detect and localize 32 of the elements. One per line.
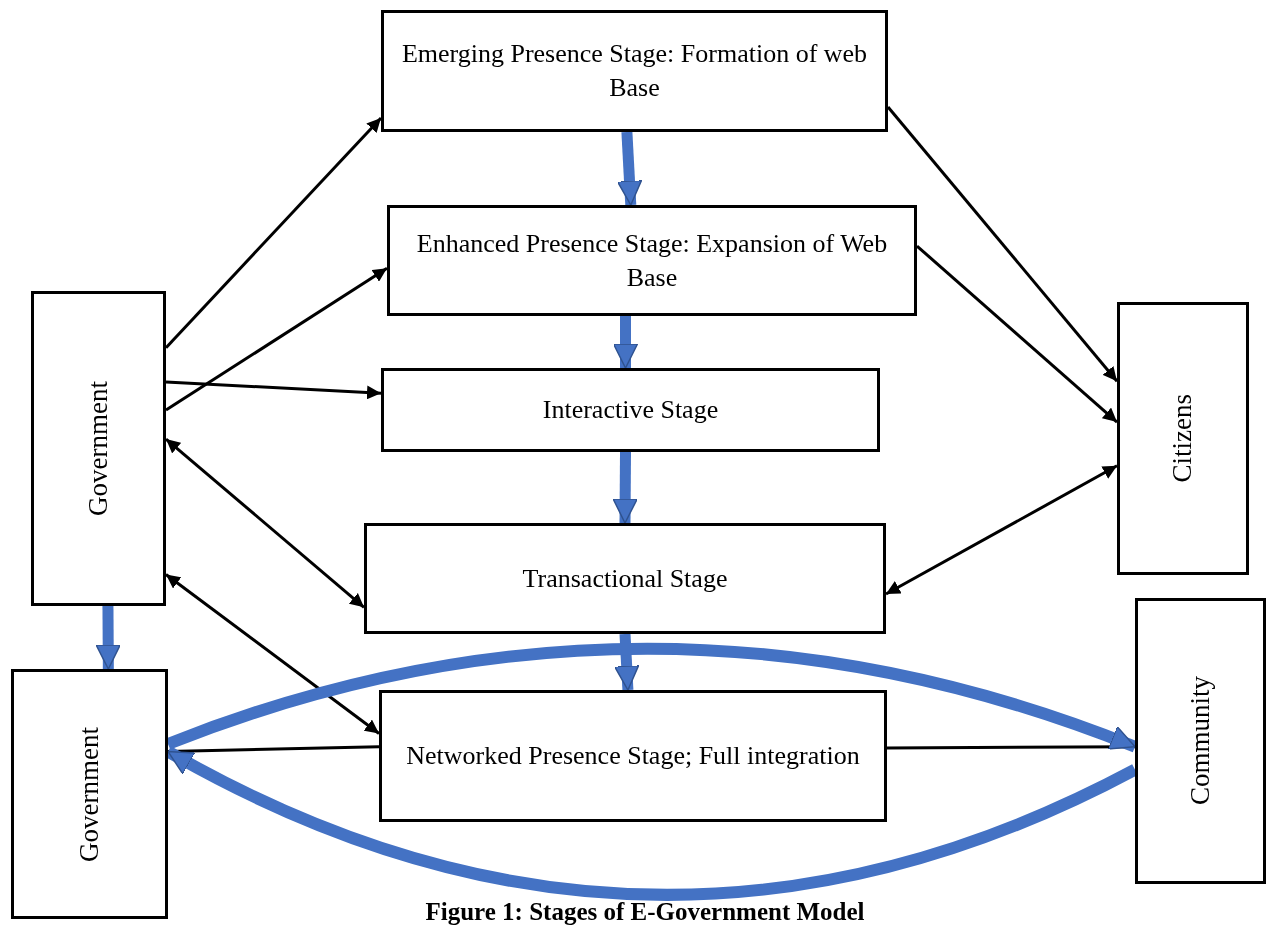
node-label: Networked Presence Stage; Full integration <box>406 740 860 773</box>
actor-box <box>1117 302 1249 575</box>
stage-box <box>381 10 888 132</box>
node-label: Interactive Stage <box>542 394 719 427</box>
arrow <box>165 267 388 412</box>
arrow <box>886 106 1119 383</box>
arrow <box>165 437 365 609</box>
stage-box <box>364 523 886 634</box>
node-label: Transactional Stage <box>522 562 728 595</box>
node-label: Government <box>72 726 105 862</box>
arrow <box>165 380 382 400</box>
node-label: Enhanced Presence Stage: Expansion of Web Base <box>415 227 889 294</box>
arrow <box>885 464 1118 596</box>
stage-box <box>387 205 917 316</box>
node-label: Government <box>81 381 114 516</box>
block-arrow <box>613 633 640 691</box>
actor-box <box>31 291 166 606</box>
node-label: Community <box>1183 676 1216 806</box>
arrow <box>164 116 383 349</box>
stage-box <box>381 368 880 452</box>
stage-box <box>379 690 887 822</box>
block-arrow <box>612 316 639 369</box>
arrow <box>165 573 380 735</box>
block-arrow <box>616 131 643 206</box>
arrow <box>916 244 1118 424</box>
block-arrow <box>612 451 638 524</box>
block-arrow <box>95 605 121 670</box>
figure-caption: Figure 1: Stages of E-Government Model <box>425 898 865 925</box>
node-label: Citizens <box>1166 394 1199 483</box>
node-label: Emerging Presence Stage: Formation of web Base <box>400 38 869 104</box>
actor-box <box>11 669 168 919</box>
actor-box <box>1135 598 1266 884</box>
